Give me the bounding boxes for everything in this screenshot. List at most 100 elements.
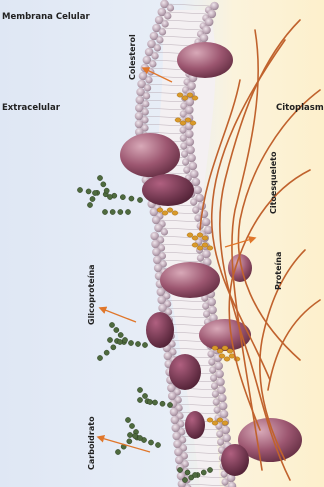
- cholesterol: [167, 208, 173, 212]
- sugar-bead: [86, 189, 91, 194]
- phospholipid-head: [202, 302, 209, 309]
- protein: [142, 174, 194, 206]
- sugar-bead: [77, 187, 82, 192]
- cholesterol: [187, 93, 193, 97]
- protein: [160, 262, 220, 298]
- phospholipid-head: [145, 76, 152, 83]
- phospholipid-head: [211, 382, 218, 389]
- sugar-bead: [92, 190, 97, 195]
- phospholipid-head: [203, 310, 210, 317]
- sugar-bead: [114, 327, 119, 332]
- sugar-bead: [137, 397, 142, 402]
- cholesterol: [192, 96, 198, 100]
- sugar-bead: [111, 345, 116, 350]
- sugar-bead: [87, 202, 92, 207]
- sugar-bead: [107, 337, 112, 342]
- phospholipid-head: [221, 478, 228, 485]
- cholesterol: [207, 418, 213, 422]
- protein: [146, 312, 174, 348]
- cholesterol: [222, 346, 228, 350]
- phospholipid-head: [143, 92, 150, 99]
- protein: [169, 354, 201, 390]
- citoesqueleto-label: Citoesqueleto: [269, 152, 278, 214]
- phospholipid-head: [149, 60, 156, 67]
- phospholipid-head: [144, 84, 151, 91]
- sugar-bead: [201, 470, 206, 475]
- cholesterol: [172, 211, 178, 215]
- sugar-bead: [117, 339, 122, 344]
- sugar-bead: [137, 387, 142, 392]
- cholesterol: [202, 236, 208, 240]
- phospholipid-head: [213, 398, 220, 405]
- sugar-bead: [142, 393, 147, 398]
- sugar-bead: [125, 417, 130, 422]
- phospholipid-head: [212, 390, 219, 397]
- phospholipid-head: [159, 28, 166, 35]
- phospholipid-head: [190, 198, 197, 205]
- cholesterol: [185, 118, 191, 122]
- sugar-bead: [109, 322, 114, 327]
- sugar-bead: [137, 435, 142, 440]
- phospholipid-head: [182, 158, 189, 165]
- phospholipid-head: [210, 374, 217, 381]
- sugar-bead: [118, 209, 123, 214]
- sugar-bead: [122, 337, 127, 342]
- cholesterol: [180, 121, 186, 125]
- sugar-bead: [110, 209, 115, 214]
- cholesterol: [192, 243, 198, 247]
- sugar-bead: [129, 423, 134, 428]
- phospholipid-head: [216, 430, 223, 437]
- sugar-bead: [137, 197, 142, 202]
- sugar-bead: [148, 440, 153, 445]
- protein: [221, 444, 249, 476]
- sugar-bead: [182, 477, 187, 482]
- sugar-bead: [132, 433, 137, 438]
- sugar-bead: [125, 209, 130, 214]
- phospholipid-head: [192, 206, 199, 213]
- sugar-bead: [115, 449, 120, 454]
- cholesterol: [190, 121, 196, 125]
- cholesterol: [219, 354, 225, 358]
- sugar-bead: [152, 400, 157, 405]
- cholesterol: [192, 236, 198, 240]
- cholesterol: [224, 357, 230, 361]
- cholesterol: [187, 233, 193, 237]
- cholesterol: [197, 246, 203, 250]
- phospholipid-head: [180, 142, 187, 149]
- cholesterol: [162, 211, 168, 215]
- cholesterol: [182, 96, 188, 100]
- protein: [185, 411, 205, 439]
- sugar-bead: [97, 355, 102, 360]
- protein: [177, 42, 233, 78]
- phospholipid-head: [207, 350, 214, 357]
- protein: [120, 133, 180, 177]
- sugar-bead: [185, 470, 190, 475]
- sugar-bead: [160, 401, 165, 406]
- cholesterol: [217, 418, 223, 422]
- cholesterol: [177, 93, 183, 97]
- phospholipid-head: [209, 366, 216, 373]
- proteina-label: Proteína: [274, 252, 283, 290]
- phospholipid-head: [164, 12, 171, 19]
- sugar-bead: [155, 442, 160, 447]
- phospholipid-head: [183, 166, 190, 173]
- cholesterol: [157, 208, 163, 212]
- title-label: Membrana Celular: [2, 12, 90, 22]
- phospholipid-head: [217, 438, 224, 445]
- extracelular-label: Extracelular: [2, 103, 60, 113]
- sugar-bead: [207, 467, 212, 472]
- sugar-bead: [142, 342, 147, 347]
- sugar-bead: [104, 188, 109, 193]
- cholesterol: [227, 349, 233, 353]
- cholesterol: [212, 346, 218, 350]
- sugar-bead: [107, 194, 112, 199]
- sugar-bead: [102, 209, 107, 214]
- phospholipid-head: [167, 4, 174, 11]
- cholesterol: [202, 243, 208, 247]
- sugar-bead: [127, 432, 132, 437]
- phospholipid-head: [162, 20, 169, 27]
- cholesterol: [222, 421, 228, 425]
